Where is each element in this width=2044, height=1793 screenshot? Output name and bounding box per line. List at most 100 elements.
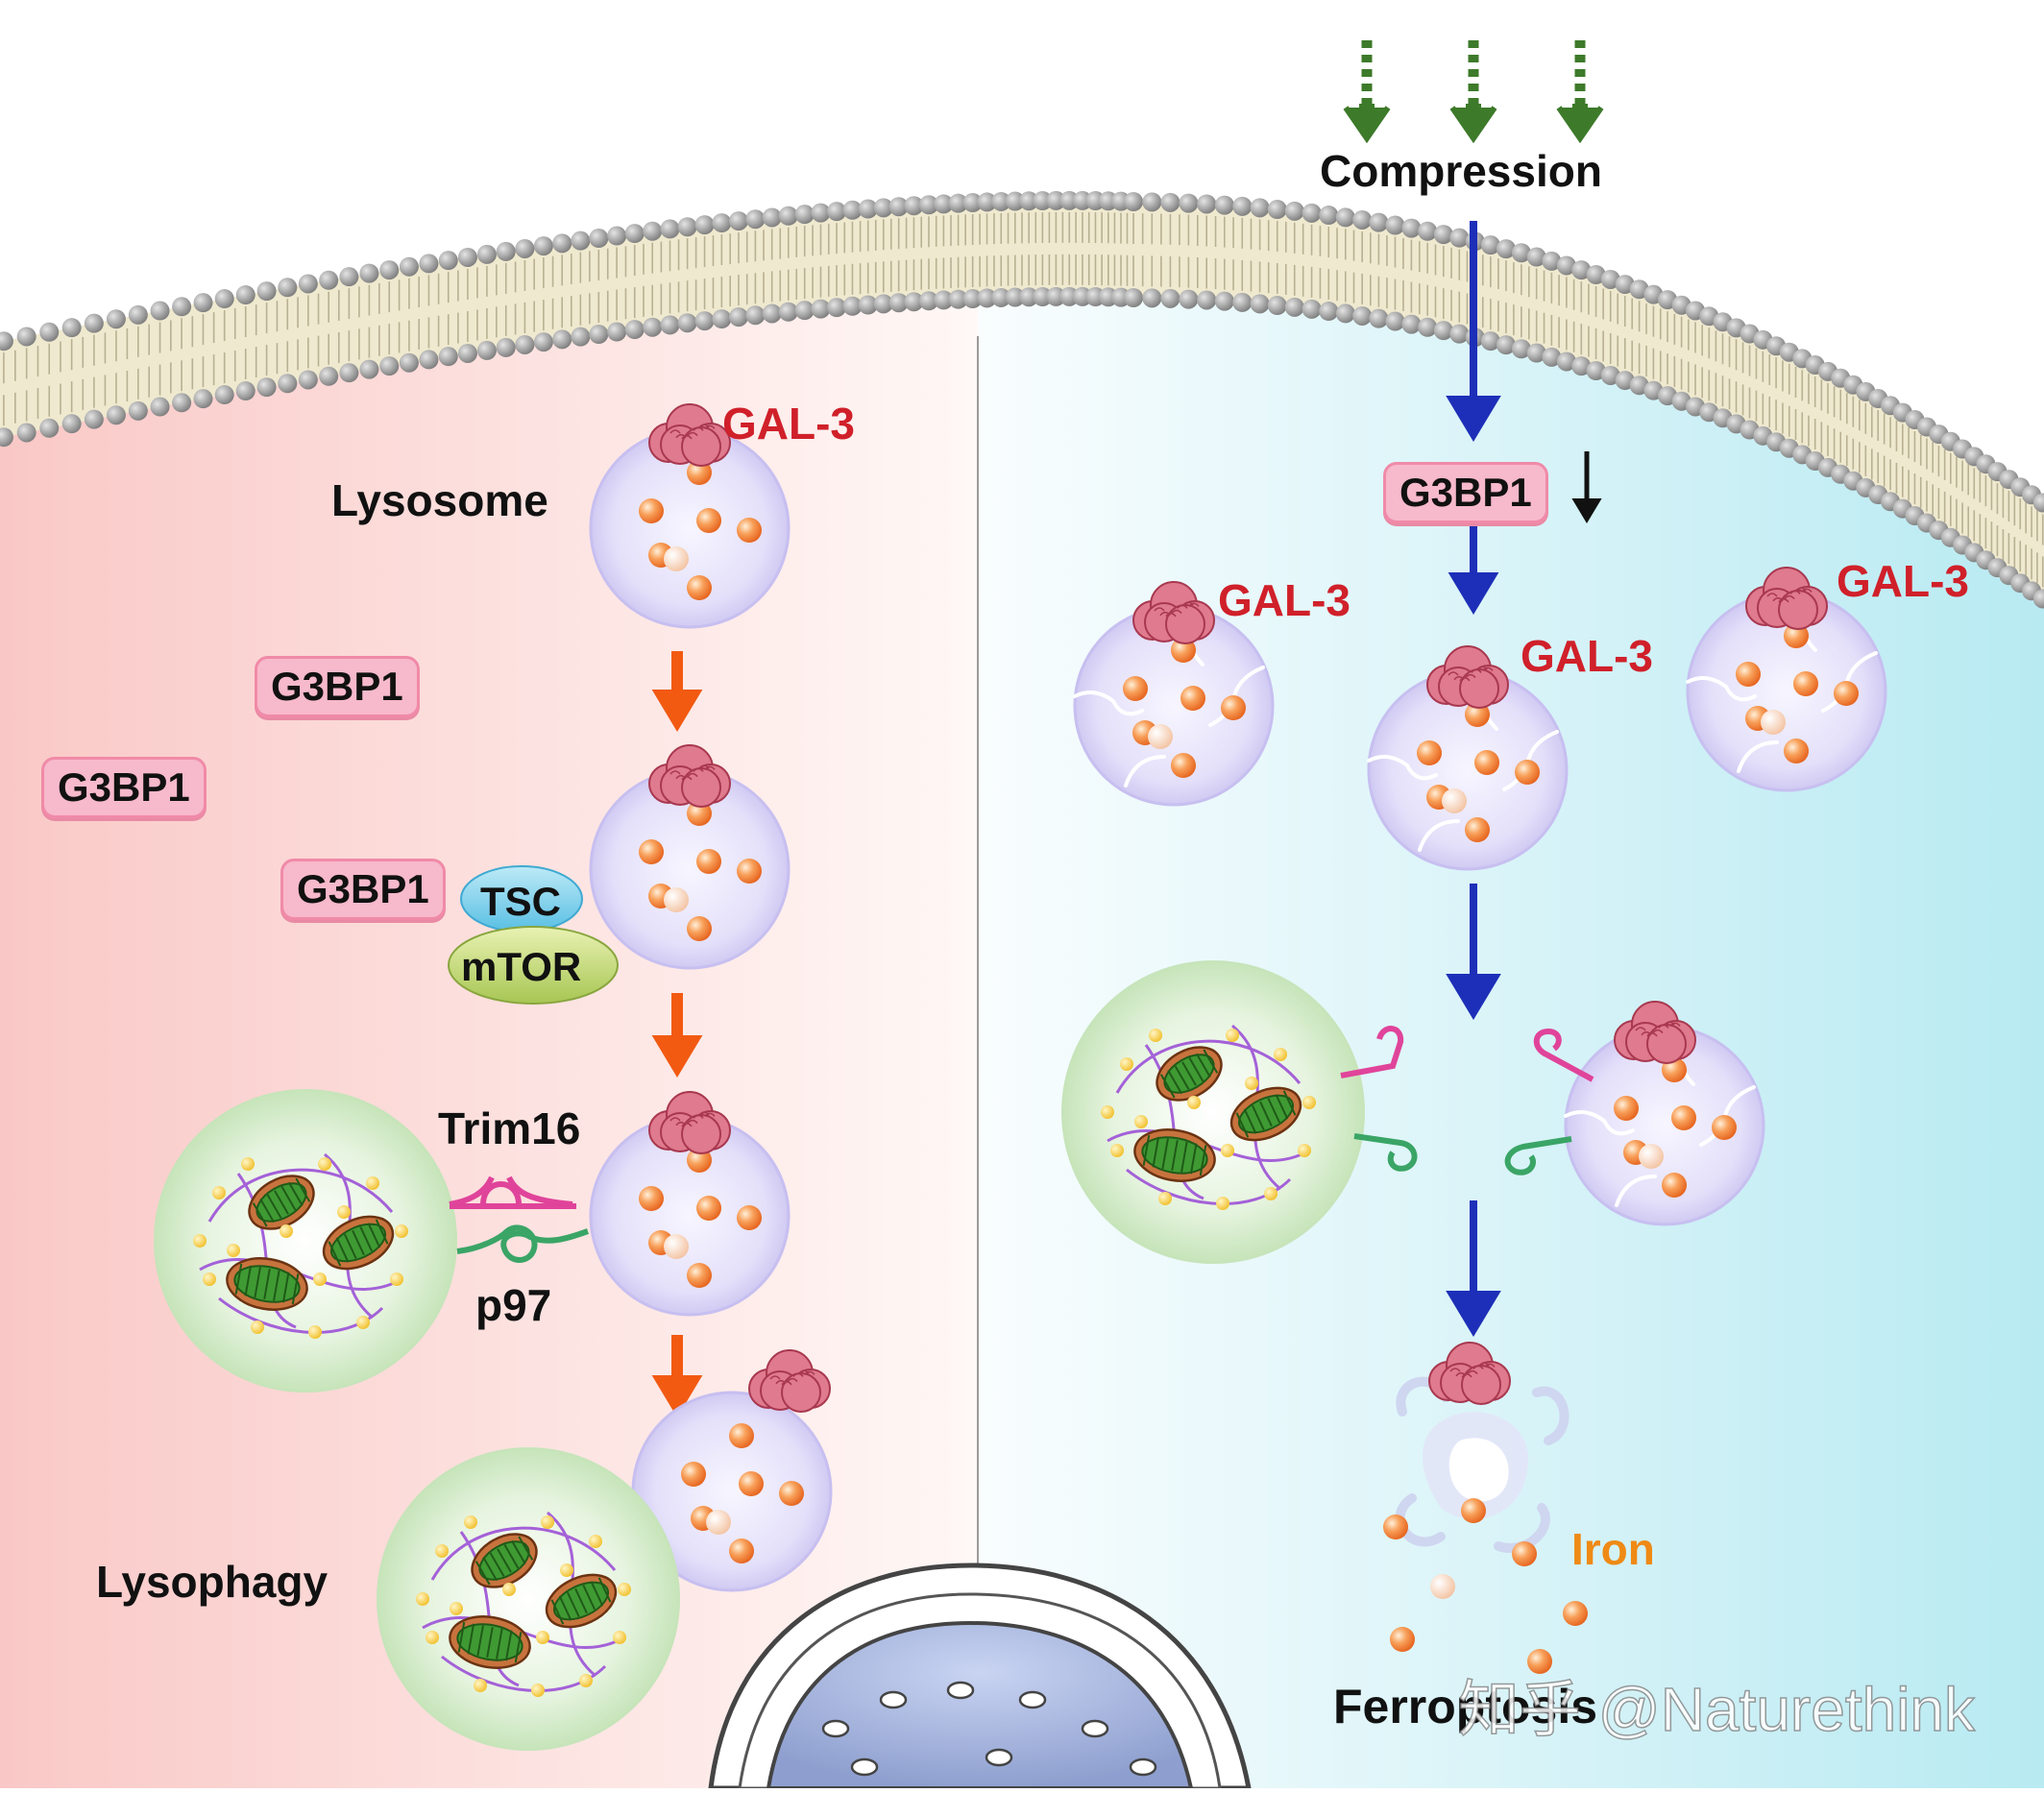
iron-label: Iron [1571,1527,1655,1571]
membrane-head-outer [129,305,148,325]
membrane-head-inner [1418,318,1437,337]
iron-dot [1221,695,1246,720]
iron-dot [1123,676,1148,701]
membrane-head-inner [400,353,419,373]
membrane-head-outer [339,267,358,286]
membrane-head-inner [534,332,553,351]
membrane-head-inner [85,410,104,429]
iron-dot [1784,739,1809,763]
membrane-head-outer [515,239,534,258]
membrane-head-inner [1319,302,1338,321]
iron-dot [1793,671,1818,696]
membrane-head-outer [107,309,126,328]
membrane-head-outer [552,233,572,253]
membrane-head-inner [497,338,516,357]
membrane-head-inner [1352,306,1372,326]
iron-dot [664,887,689,912]
iron-dot [737,1205,762,1230]
membrane-head-outer [17,327,36,346]
membrane-head-outer [607,227,626,246]
membrane-head-inner [515,335,534,354]
iron-dot [739,1471,764,1496]
membrane-head-inner [107,405,126,424]
membrane-head-outer [712,213,731,232]
mtor-label: mTOR [461,947,581,987]
iron-dot [1442,788,1467,813]
membrane-head-outer [1142,192,1161,211]
membrane-head-inner [1285,298,1304,317]
membrane-head-outer [1268,200,1287,219]
lysosome-label: Lysosome [331,478,548,522]
membrane-head-inner [278,374,297,393]
membrane-head-outer [1215,196,1234,215]
membrane-head-inner [419,350,438,369]
membrane-head-outer [400,257,419,277]
membrane-head-outer [215,289,234,308]
membrane-head-inner [661,315,680,334]
membrane-head-outer [419,254,438,273]
membrane-head-inner [1401,315,1421,334]
iron-dot [1465,817,1490,842]
iron-dot [1662,1173,1687,1198]
membrane-head-outer [695,215,715,234]
g3bp1-badge-right: G3BP1 [1383,462,1548,523]
membrane-head-inner [62,414,82,433]
iron-dot [1527,1649,1552,1674]
membrane-head-inner [379,356,399,376]
membrane-head-inner [763,303,782,323]
membrane-head-inner [1251,294,1270,313]
membrane-head-inner [299,370,318,389]
iron-dot [687,575,712,600]
membrane-head-inner [193,389,212,408]
membrane-head-inner [339,363,358,382]
iron-dot [729,1539,754,1563]
iron-dot [779,1481,804,1506]
membrane-head-inner [729,307,748,327]
iron-dot [1563,1601,1588,1626]
membrane-head-outer [1251,198,1270,217]
iron-dot [1512,1541,1537,1566]
membrane-head-inner [589,325,608,344]
membrane-head-outer [1197,194,1216,213]
membrane-head-outer [193,293,212,312]
membrane-head-inner [1302,300,1322,319]
membrane-head-inner [1160,289,1180,308]
iron-dot [1461,1498,1486,1523]
gal3-label-right-2: GAL-3 [1521,634,1653,678]
iron-dot [664,1234,689,1259]
gal3-label-top: GAL-3 [722,401,855,446]
membrane-head-outer [39,323,59,342]
iron-dot [1171,753,1196,778]
iron-dot [1417,740,1442,765]
membrane-head-outer [625,224,645,243]
watermark: 知乎 @Naturethink [1458,1679,1975,1740]
membrane-head-inner [17,423,36,442]
membrane-head-outer [62,318,82,337]
membrane-head-outer [1418,222,1437,241]
membrane-head-inner [1434,321,1453,340]
membrane-head-outer [1336,207,1355,227]
iron-dot [706,1510,731,1535]
autophagosome-right [1061,960,1365,1264]
membrane-head-inner [1336,303,1355,323]
membrane-head-inner [319,367,338,386]
membrane-head-inner [172,393,191,412]
membrane-head-outer [571,231,590,251]
membrane-head-inner [1124,288,1143,307]
iron-dot [1430,1574,1455,1599]
p97-label: p97 [475,1283,551,1327]
membrane-head-inner [678,313,697,332]
membrane-head-inner [439,347,458,366]
iron-dot [687,1263,712,1288]
iron-dot [687,916,712,941]
membrane-head-inner [571,327,590,347]
membrane-head-inner [745,305,765,325]
membrane-head-inner [1385,312,1404,331]
membrane-head-outer [359,264,378,283]
membrane-head-outer [278,278,297,297]
iron-dot [664,546,689,571]
membrane-head-inner [236,381,256,400]
membrane-head-outer [678,217,697,236]
membrane-head-inner [1232,293,1252,312]
membrane-head-outer [1352,210,1372,230]
